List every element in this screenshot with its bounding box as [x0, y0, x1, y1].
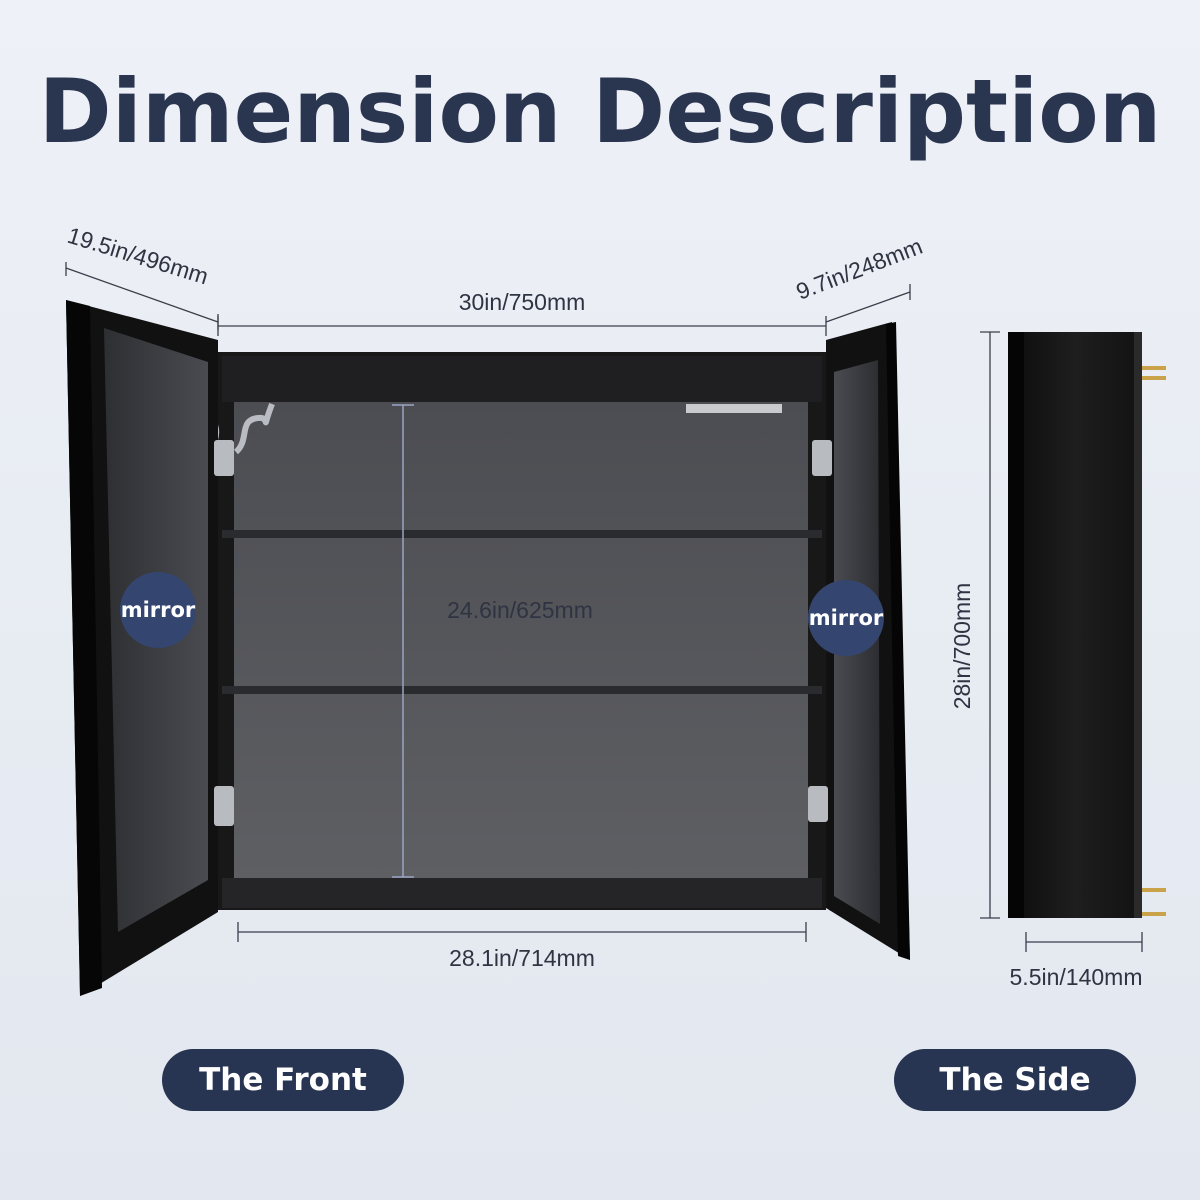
- light-strip: [686, 404, 782, 413]
- right-door-width-line: [825, 291, 911, 323]
- side-rear-edge: [1134, 332, 1142, 918]
- mirror-badge-left: mirror: [120, 572, 196, 648]
- side-view: 28in/700mm 5.5in/140mm: [949, 331, 1166, 990]
- overall-width-label: 30in/750mm: [459, 289, 586, 315]
- mirror-badge-right: mirror: [808, 580, 884, 656]
- hinge-left-bottom: [214, 786, 234, 826]
- hinge-right-bottom: [808, 786, 828, 822]
- front-view-label: The Front: [162, 1049, 404, 1111]
- left-door-width-label: 19.5in/496mm: [65, 222, 212, 289]
- right-door-edge: [886, 322, 910, 960]
- hinge-right-top: [812, 440, 832, 476]
- cabinet-bottom: [222, 878, 822, 908]
- shelf-upper: [222, 530, 822, 538]
- side-panel: [1008, 332, 1142, 918]
- shelf-lower: [222, 686, 822, 694]
- interior-height-label: 24.6in/625mm: [447, 597, 593, 623]
- pin-bottom-2: [1142, 912, 1166, 916]
- left-door-width-line: [65, 267, 219, 323]
- page-title: Dimension Description: [38, 60, 1162, 163]
- pin-top-1: [1142, 366, 1166, 370]
- side-front-edge: [1008, 332, 1024, 918]
- pin-top-2: [1142, 376, 1166, 380]
- hinge-left-top: [214, 440, 234, 476]
- pin-bottom-1: [1142, 888, 1166, 892]
- cabinet-back-panel: [234, 402, 808, 878]
- power-cable: [233, 402, 275, 455]
- interior-width-label: 28.1in/714mm: [449, 945, 595, 971]
- side-depth-label: 5.5in/140mm: [1010, 964, 1143, 990]
- cabinet-top: [222, 356, 822, 402]
- left-door-edge: [66, 300, 102, 996]
- side-height-label: 28in/700mm: [949, 583, 975, 710]
- front-view: 30in/750mm 19.5in/496mm 9.7in/248mm 24.6…: [65, 222, 926, 996]
- side-view-label: The Side: [894, 1049, 1136, 1111]
